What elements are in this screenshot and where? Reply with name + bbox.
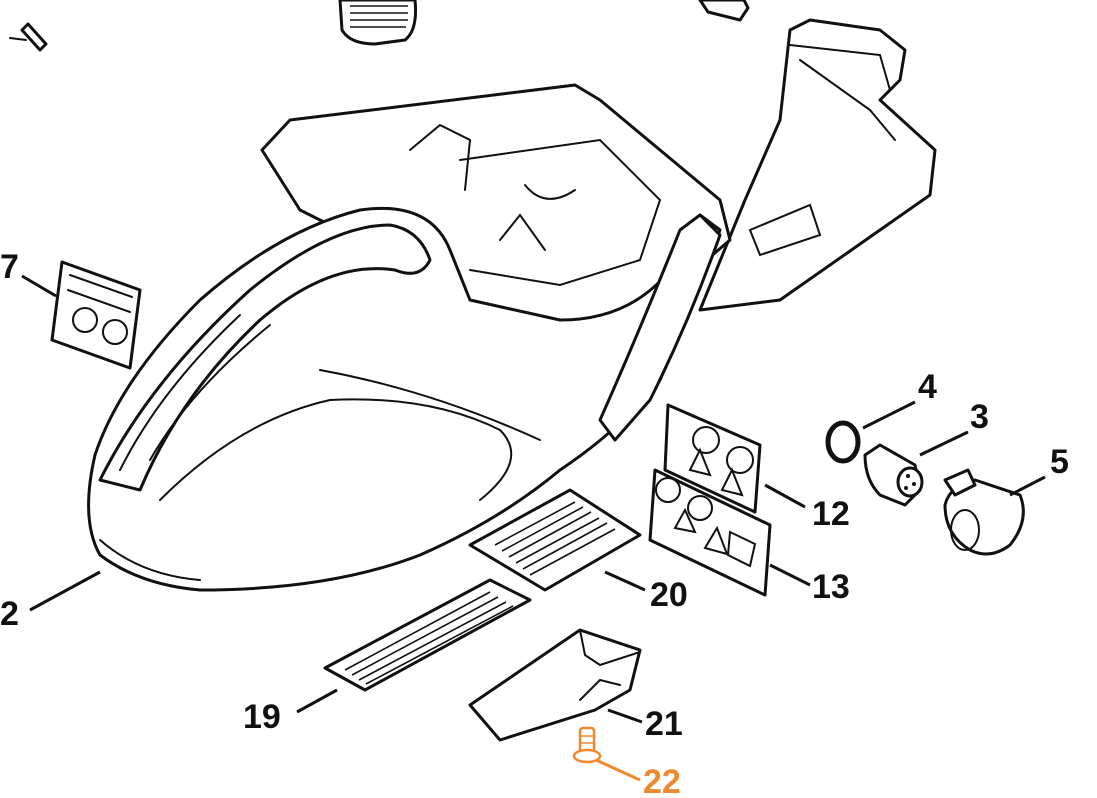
leader-line-7 bbox=[21, 274, 57, 298]
callout-number-2: 2 bbox=[0, 595, 19, 633]
screw-22 bbox=[572, 726, 602, 764]
warning-label-12 bbox=[663, 403, 762, 514]
cover-plate-21 bbox=[468, 628, 642, 742]
bracket-fragment-top bbox=[698, 0, 750, 22]
leader-line-21 bbox=[607, 708, 643, 724]
leader-line-4 bbox=[862, 400, 916, 430]
callout-number-19: 19 bbox=[243, 698, 281, 736]
warning-label-13 bbox=[648, 468, 772, 597]
callout-number-13: 13 bbox=[812, 568, 850, 606]
leader-line-20 bbox=[604, 570, 646, 592]
leader-line-3 bbox=[919, 430, 969, 457]
leader-line-2 bbox=[29, 570, 101, 612]
callout-number-22: 22 bbox=[643, 763, 681, 798]
leader-line-12 bbox=[764, 483, 806, 509]
callout-number-12: 12 bbox=[812, 495, 850, 533]
screw-fragment-top-left bbox=[9, 22, 48, 52]
main-housing bbox=[87, 18, 937, 592]
leader-line-5 bbox=[1009, 475, 1046, 497]
warning-label-7 bbox=[50, 260, 142, 370]
callout-number-20: 20 bbox=[650, 576, 688, 614]
callout-number-4: 4 bbox=[918, 368, 937, 406]
callout-number-5: 5 bbox=[1050, 443, 1069, 481]
callout-number-3: 3 bbox=[970, 398, 989, 436]
callout-number-7: 7 bbox=[0, 248, 19, 286]
anti-slip-pad-19 bbox=[323, 578, 532, 692]
leader-line-22 bbox=[595, 758, 641, 782]
anti-slip-pad-20 bbox=[468, 488, 642, 592]
leader-line-13 bbox=[769, 563, 811, 587]
grip-fragment-top bbox=[338, 0, 417, 46]
o-ring-4 bbox=[825, 420, 861, 464]
fitting-3 bbox=[863, 443, 924, 507]
cap-5 bbox=[943, 468, 1025, 556]
leader-line-19 bbox=[296, 688, 338, 714]
callout-number-21: 21 bbox=[645, 705, 683, 743]
